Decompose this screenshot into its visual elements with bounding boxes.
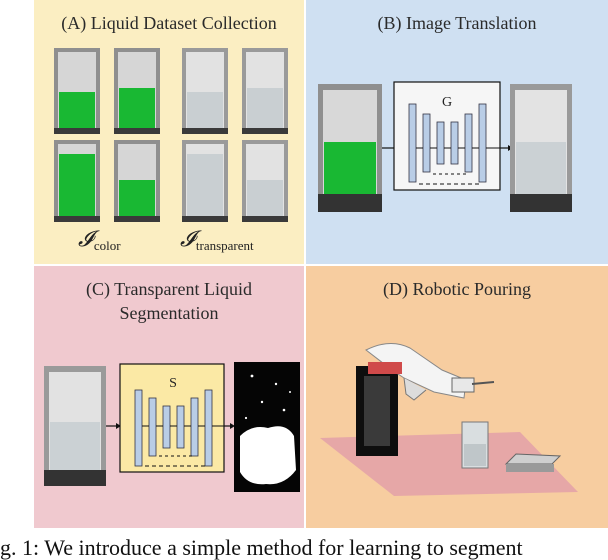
panel-image-translation: G (B) Image Translation (306, 0, 608, 264)
glass-photo-green-3 (54, 140, 100, 222)
generator-label: G (442, 95, 452, 110)
panel-a-title: (A) Liquid Dataset Collection (61, 13, 277, 33)
panel-robotic-pouring: (D) Robotic Pouring (306, 266, 608, 528)
pouring-glass-on-table (461, 421, 489, 469)
panel-b-title: (B) Image Translation (377, 13, 537, 33)
glass-photo-clear-4 (242, 140, 288, 222)
segmentation-mask-output (234, 362, 300, 492)
output-transparent-glass-photo (510, 84, 572, 212)
transparent-glass-photos (182, 48, 288, 222)
figure-caption: g. 1: We introduce a simple method for l… (0, 535, 523, 560)
panel-c-title-line1: (C) Transparent Liquid (86, 279, 252, 299)
glass-photo-clear-1 (182, 48, 228, 134)
panel-a-graphic (34, 0, 304, 264)
input-green-glass-photo (318, 84, 382, 212)
robot-arm (356, 343, 495, 456)
target-container (504, 453, 562, 472)
panel-transparent-liquid-segmentation: S (C) Transparent Liquid Segmentation (34, 266, 304, 528)
colored-glass-photos (54, 48, 160, 222)
glass-photo-clear-3 (182, 140, 228, 222)
label-i-color: 𝓘color (78, 226, 121, 253)
glass-photo-green-4 (114, 140, 160, 222)
segmentation-label: S (169, 376, 177, 391)
panel-liquid-dataset-collection: (A) Liquid Dataset Collection 𝓘color 𝓘tr… (34, 0, 304, 264)
glass-photo-clear-2 (242, 48, 288, 134)
glass-photo-green-1 (54, 48, 100, 134)
label-i-transparent: 𝓘transparent (180, 226, 254, 253)
panel-d-graphic (306, 266, 608, 528)
input-transparent-glass-photo (44, 366, 106, 486)
panel-c-title-line2: Segmentation (119, 303, 219, 323)
glass-photo-green-2 (114, 48, 160, 134)
generator-unet-layers (408, 103, 500, 185)
segmentation-unet-layers (134, 389, 224, 467)
panel-d-title: (D) Robotic Pouring (383, 279, 531, 299)
panel-c-graphic: S (34, 266, 304, 528)
panel-b-graphic: G (306, 0, 608, 264)
